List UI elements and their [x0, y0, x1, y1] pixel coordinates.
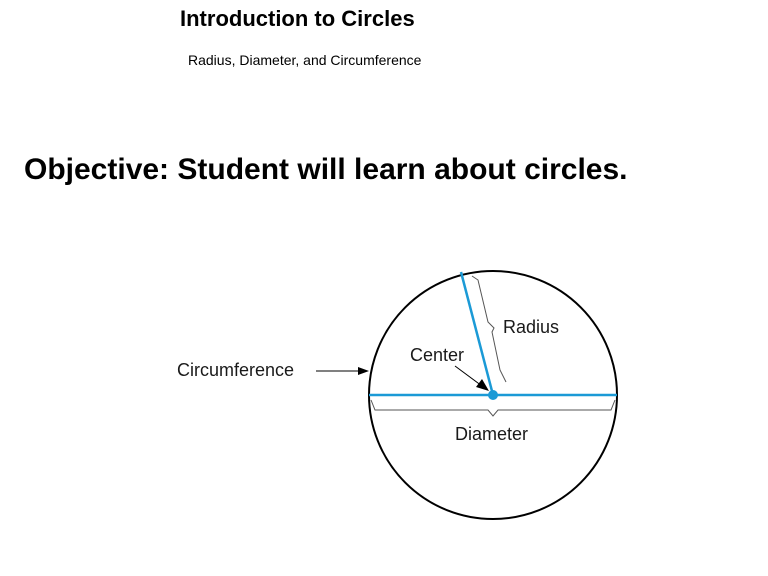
radius-label: Radius	[503, 317, 559, 337]
diameter-bracket	[370, 399, 616, 417]
diameter-label: Diameter	[455, 424, 528, 444]
center-arrowhead	[476, 379, 489, 391]
objective-text: Objective: Student will learn about circ…	[24, 153, 628, 186]
slide-subtitle: Radius, Diameter, and Circumference	[188, 52, 422, 68]
radius-line	[459, 271, 495, 396]
slide-title: Introduction to Circles	[180, 6, 415, 31]
circumference-label: Circumference	[177, 360, 294, 380]
circumference-arrowhead	[358, 367, 369, 375]
radius-bracket	[471, 275, 507, 383]
center-point	[488, 390, 498, 400]
center-label: Center	[410, 345, 464, 365]
center-arrow-line	[454, 365, 483, 387]
